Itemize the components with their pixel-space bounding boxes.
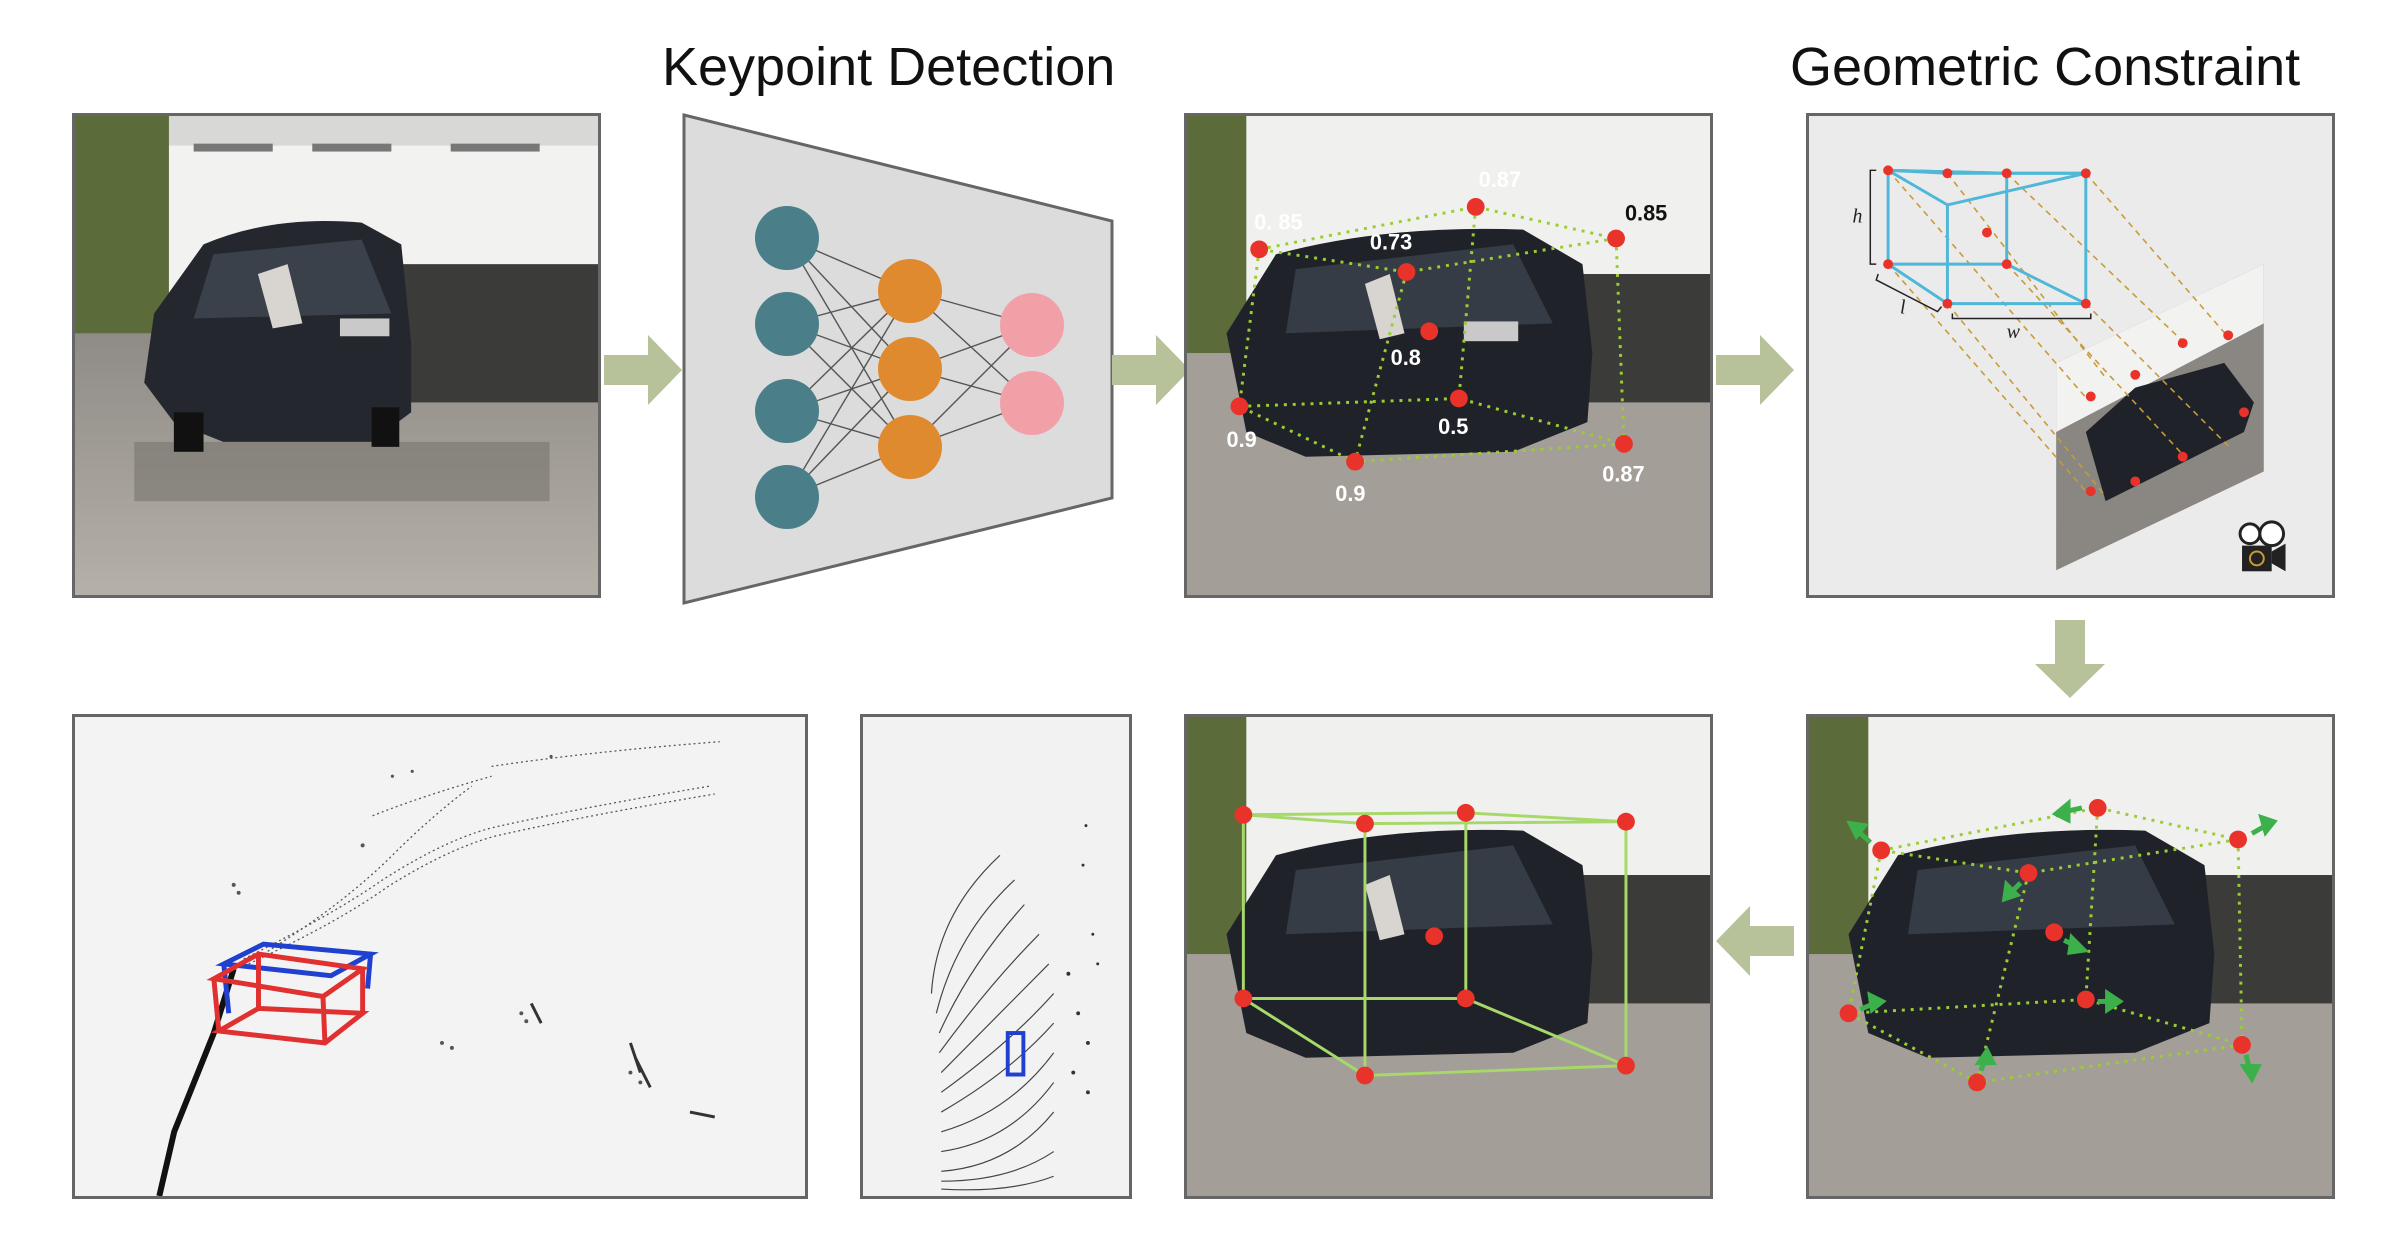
- arrow-down: [2035, 620, 2105, 698]
- keypoints: [1230, 197, 1633, 471]
- height-label: h: [1853, 206, 1863, 228]
- keypoint-adjustment-panel: [1806, 714, 2335, 1199]
- fitted-3d-box-panel: [1184, 714, 1713, 1199]
- keypoint-scores-panel: 0. 85 0.73 0.87 0.85 0.8 0.9 0.5 0.9 0.8…: [1184, 113, 1713, 598]
- score-label: 0.87: [1602, 461, 1644, 486]
- score-label: 0.85: [1625, 201, 1667, 226]
- score-label: 0.9: [1227, 427, 1257, 452]
- point-cloud-wall: [243, 741, 720, 965]
- input-layer: [755, 206, 819, 529]
- output-layer: [1000, 293, 1064, 435]
- car-scene-image: [75, 116, 598, 595]
- title-keypoint-detection: Keypoint Detection: [662, 37, 1116, 97]
- arrow-right-2: [1112, 335, 1190, 405]
- adjustment-arrows: [1846, 798, 2278, 1084]
- score-label: 0. 85: [1254, 210, 1302, 235]
- keypoint-detection-network: [682, 113, 1114, 605]
- geometric-constraint-panel: h l w: [1806, 113, 2335, 598]
- arrow-right-3: [1716, 335, 1794, 405]
- arrow-right-1: [604, 335, 682, 405]
- length-label: l: [1900, 297, 1906, 319]
- hidden-layer: [878, 259, 942, 479]
- score-label: 0.8: [1391, 345, 1421, 370]
- detected-car-box: [1005, 1031, 1026, 1077]
- keypoint-skeleton: [1237, 205, 1626, 464]
- score-label: 0.9: [1335, 481, 1365, 506]
- 3d-point-cloud-panel: [72, 714, 808, 1199]
- bev-point-cloud-panel: [860, 714, 1132, 1199]
- score-label: 0.5: [1438, 414, 1468, 439]
- title-geometric-constraint: Geometric Constraint: [1790, 37, 2301, 97]
- camera-icon: [2238, 520, 2286, 572]
- input-image-panel: [72, 113, 601, 598]
- score-label: 0.73: [1370, 229, 1412, 254]
- arrow-left: [1716, 906, 1794, 976]
- ground-truth-3d-box: [206, 951, 370, 1046]
- score-label: 0.87: [1479, 167, 1521, 192]
- width-label: w: [2007, 321, 2021, 343]
- lidar-scan-lines: [930, 854, 1055, 1191]
